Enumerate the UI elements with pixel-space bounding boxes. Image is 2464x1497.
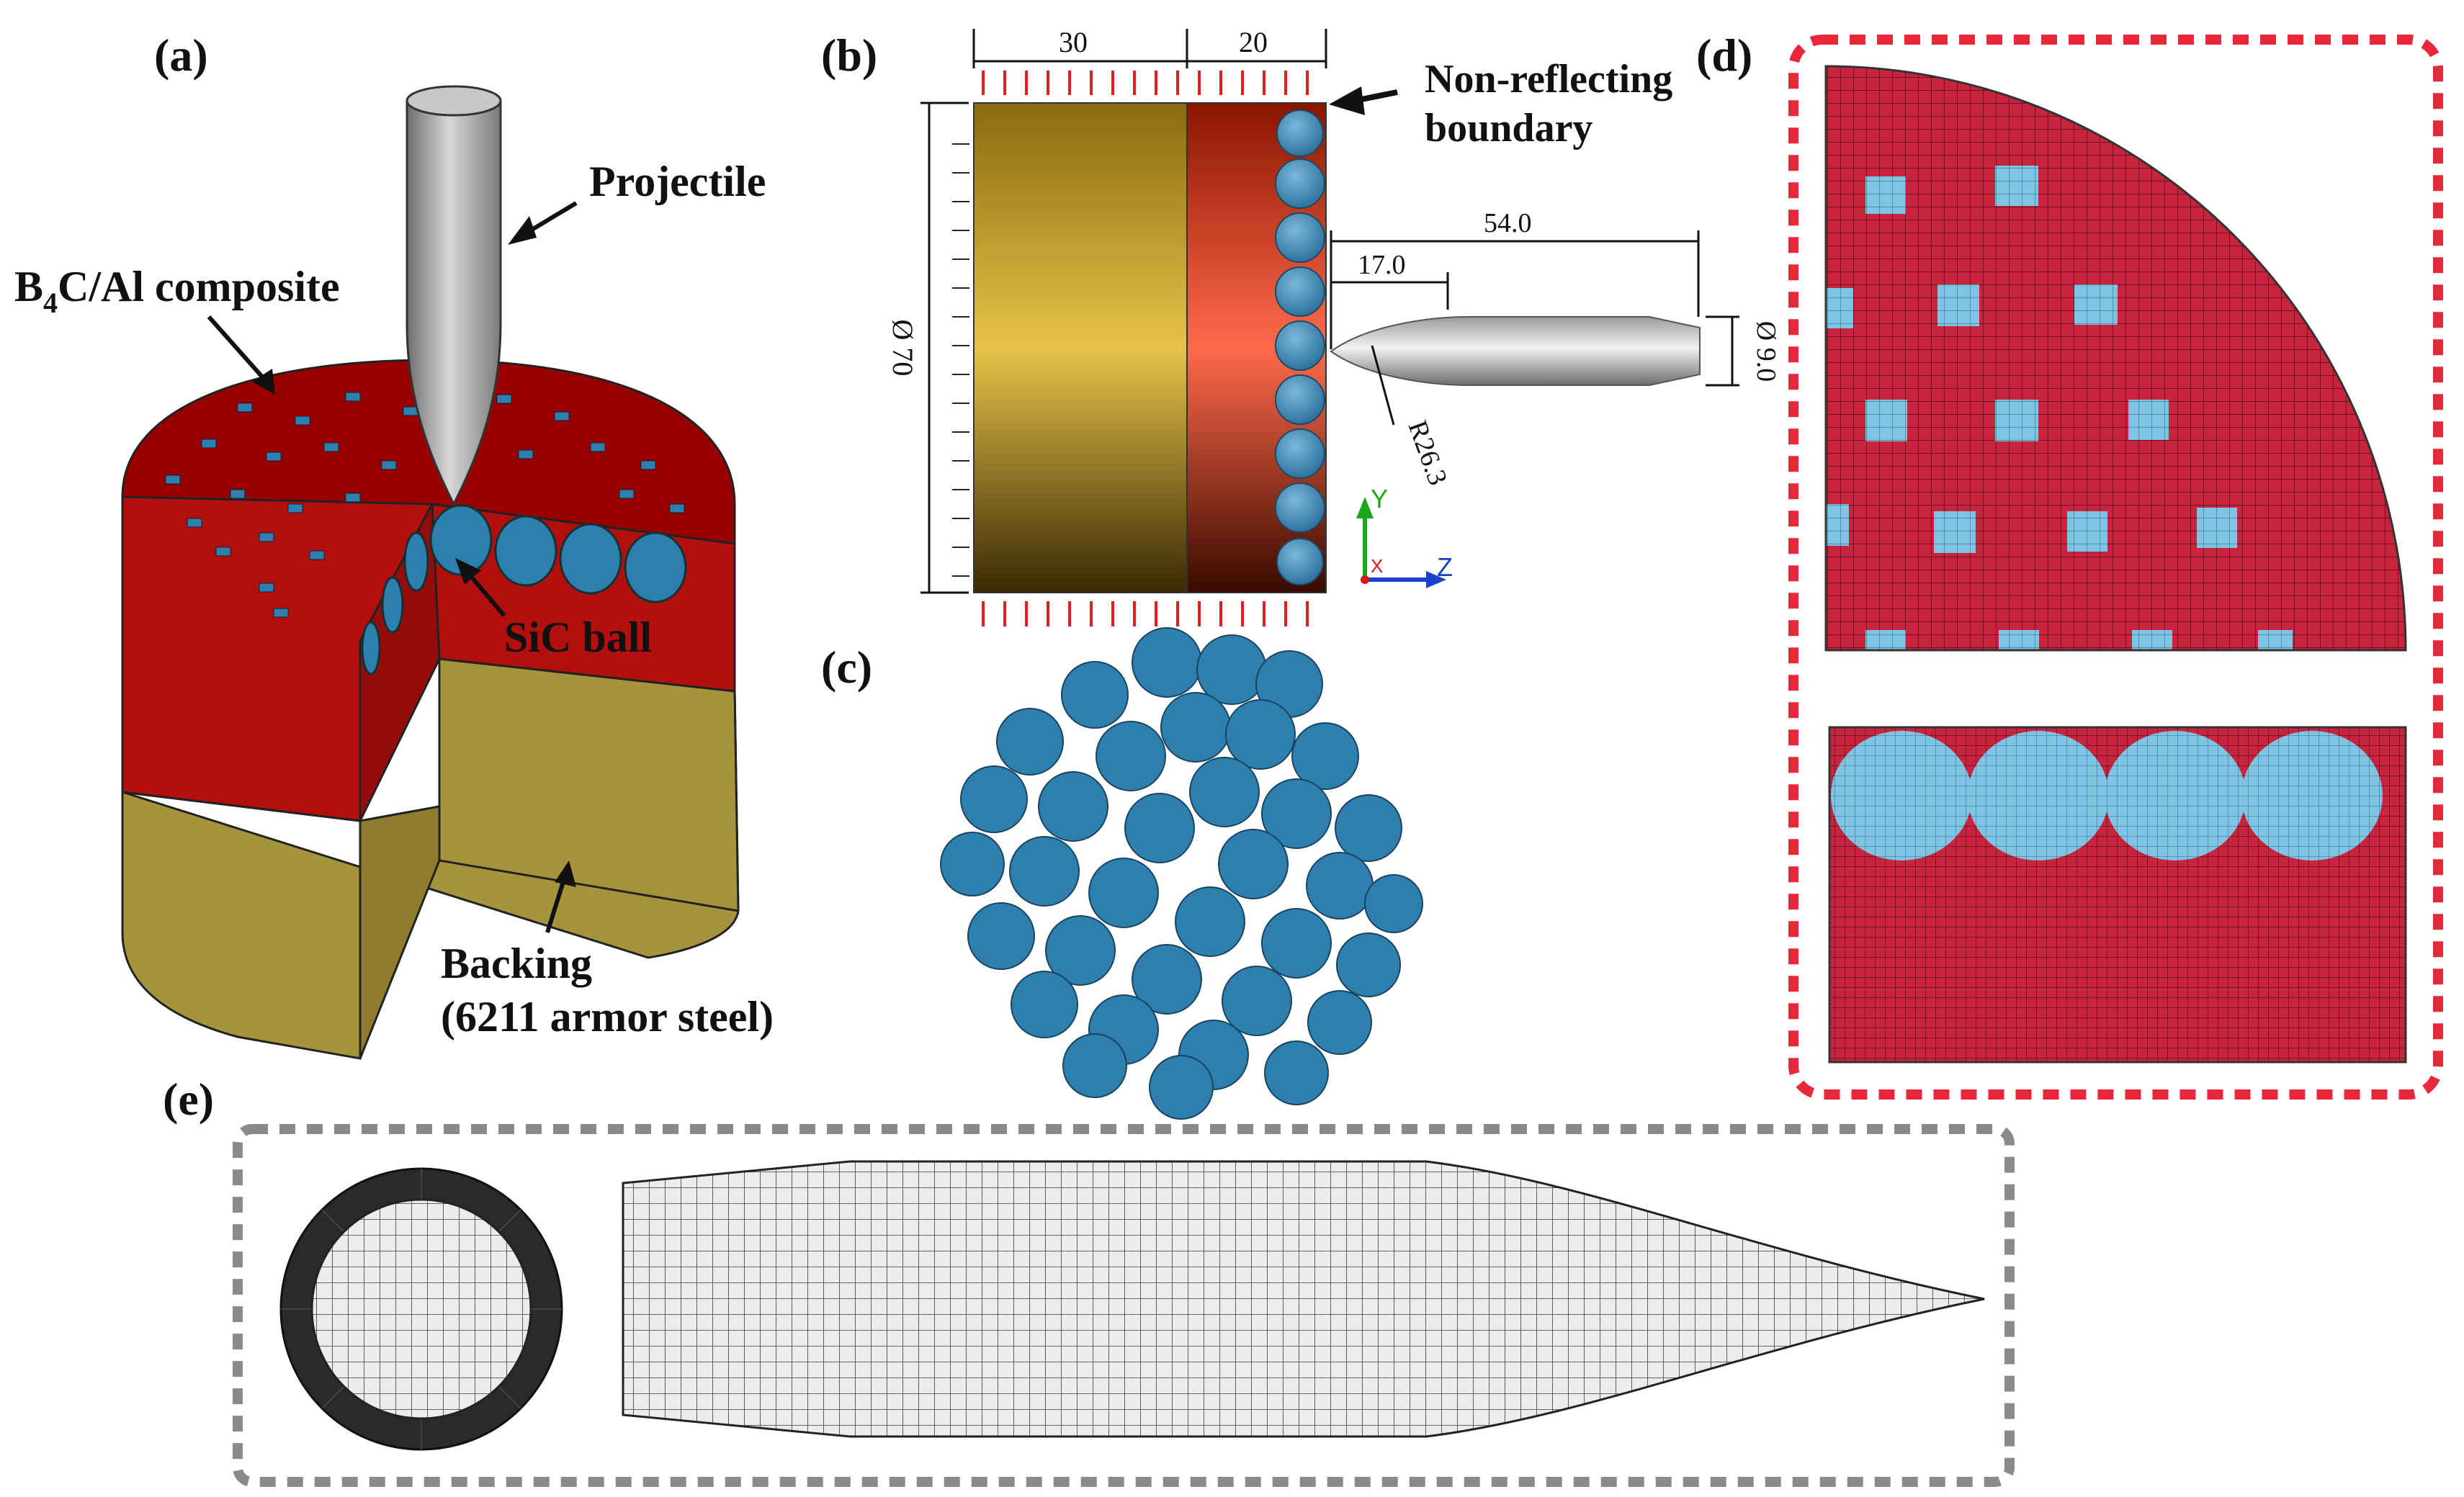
boundary-arrows-bottom: [982, 601, 1309, 626]
panel-a-label: (a): [154, 30, 208, 81]
projectile-cross-section: [279, 1167, 563, 1451]
label-nrb-2: boundary: [1425, 106, 1592, 150]
axis-z-label: Z: [1437, 552, 1453, 582]
arrowhead-composite: [252, 369, 275, 395]
quarter-mesh-inclusions: [1826, 166, 2293, 650]
projectile-side: [1330, 316, 1701, 386]
boundary-arrow-icon: [1329, 86, 1398, 115]
panel-d-frame: [1788, 35, 2443, 1100]
sic-balls-cut: [361, 504, 687, 675]
dim-20: 20: [1239, 26, 1268, 58]
panel-b: (b) 30 20: [821, 26, 1781, 626]
label-nrb-1: Non-reflecting: [1425, 57, 1672, 102]
panel-c-label: (c): [821, 642, 872, 693]
radius-label: R26.3: [1402, 417, 1453, 490]
dim-9: Ø 9.0: [1751, 321, 1781, 382]
label-backing-1: Backing: [441, 940, 592, 987]
panel-b-label: (b): [821, 30, 877, 81]
backing-cut-face-side: [359, 805, 441, 1059]
label-projectile: Projectile: [589, 158, 766, 205]
sic-ball-cluster: [940, 627, 1423, 1120]
panel-e-frame: [233, 1124, 2015, 1487]
projectile-3d: [406, 85, 502, 507]
axis-y-label: Y: [1371, 484, 1388, 513]
sic-ball-column: [1275, 109, 1325, 585]
panel-c: (c): [821, 627, 1423, 1120]
boundary-arrows-top: [982, 71, 1309, 95]
panel-d-label: (d): [1696, 30, 1752, 81]
label-backing-2: (6211 armor steel): [441, 993, 774, 1040]
dim-54: 54.0: [1484, 208, 1532, 238]
projectile-longitudinal-mesh: [622, 1160, 1985, 1438]
quarter-outline: [1824, 65, 2407, 652]
arrow-composite: [207, 315, 269, 383]
arrowhead-projectile: [508, 216, 537, 245]
arrowhead-sic: [455, 558, 481, 585]
panel-e: (e): [163, 1074, 2015, 1487]
label-sic-ball: SiC ball: [504, 613, 652, 661]
arrowhead-backing: [555, 860, 576, 887]
dim-17: 17.0: [1358, 250, 1406, 280]
dim-30: 30: [1059, 26, 1088, 58]
panel-e-label: (e): [163, 1074, 214, 1125]
fixed-arrows-left: [952, 143, 969, 577]
cross-section-jacket-lines: [281, 1169, 562, 1449]
axis-x-label: X: [1371, 555, 1383, 577]
panel-d: (d): [1696, 30, 2443, 1100]
section-mesh-balls: [1831, 731, 2383, 860]
dim-70: Ø 70: [887, 320, 919, 377]
arrow-backing: [545, 874, 568, 933]
label-composite: B4C/Al composite: [14, 263, 340, 319]
quarter-mesh: [1826, 66, 2406, 650]
backing-block: [973, 102, 1188, 593]
coordinate-axes-icon: Y Z X: [1356, 484, 1453, 588]
sic-dots-top: [165, 392, 685, 618]
panel-a: (a): [14, 30, 774, 1060]
radius-leader: [1371, 345, 1395, 426]
